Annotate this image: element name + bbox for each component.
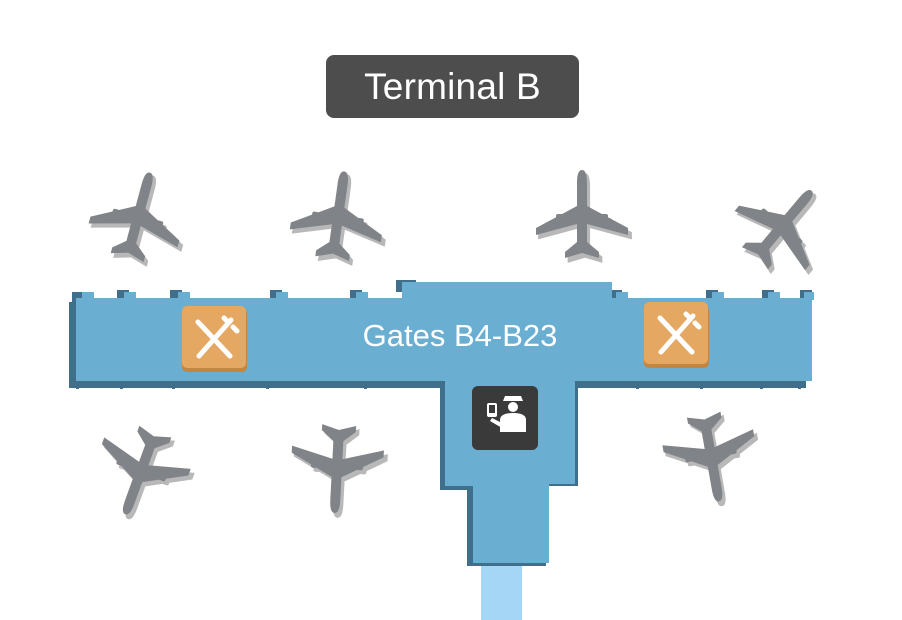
gates-label: Gates B4-B23	[362, 318, 558, 353]
aircraft-4	[719, 161, 852, 293]
aircraft-7	[658, 406, 769, 515]
concourse	[76, 282, 814, 563]
aircraft-1	[82, 160, 199, 275]
aircraft-5	[82, 415, 203, 536]
restaurant-marker-2[interactable]	[644, 302, 709, 368]
walkway	[481, 563, 522, 620]
aircraft-3	[536, 170, 632, 263]
aircraft-6	[288, 422, 390, 521]
aircraft-2	[286, 165, 394, 270]
fork-knife-icon	[195, 315, 240, 359]
concourse-ticks	[76, 381, 801, 389]
terminal-title: Terminal B	[326, 55, 579, 118]
restaurant-marker-1[interactable]	[182, 306, 247, 372]
security-checkpoint-marker[interactable]	[472, 386, 538, 450]
fork-knife-icon	[657, 311, 702, 355]
security-officer-icon	[487, 396, 526, 432]
